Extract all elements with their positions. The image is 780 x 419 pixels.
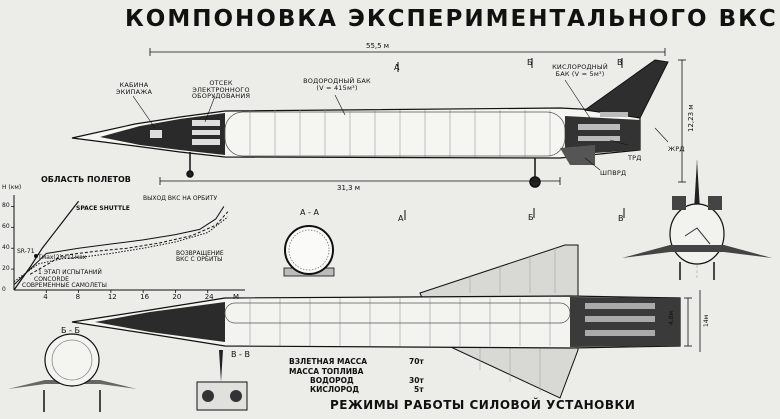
section-mark-v-top: В: [617, 58, 623, 67]
label-h-tank: ВОДОРОДНЫЙ БАК (V = 415м³): [303, 77, 371, 92]
mass-value-0: 70т: [409, 357, 424, 366]
y-tick-label: 20: [2, 265, 10, 273]
chart-title: ОБЛАСТЬ ПОЛЕТОВ: [41, 175, 131, 184]
y-tick-label: 0: [2, 286, 6, 293]
x-tick-label: 4: [43, 293, 48, 301]
chart-series-line-0: [13, 200, 80, 291]
section-mark-b-top: Б: [527, 58, 533, 67]
label-o-tank: КИСЛОРОДНЫЙ БАК (V = 5м³): [552, 63, 608, 78]
x-tick-label: 20: [172, 293, 182, 301]
side-engine-detail: [578, 112, 628, 141]
y-tick-label: 80: [2, 202, 10, 210]
section-ticks-top: [397, 58, 623, 72]
label-trd: ТРД: [628, 154, 642, 162]
annot-modern: СОВРЕМЕННЫЕ САМОЛЕТЫ: [22, 282, 107, 289]
x-tick-label: 16: [140, 293, 150, 301]
x-tick-label: М: [232, 293, 239, 301]
chart-y-label: Н (км): [2, 184, 22, 191]
section-label-aa: А - А: [300, 208, 319, 217]
label-electronics: ОТСЕК ЭЛЕКТРОННОГО ОБОРУДОВАНИЯ: [191, 79, 251, 100]
mass-label-1: МАССА ТОПЛИВА: [289, 367, 364, 376]
section-vv: [196, 350, 248, 411]
annot-orbit-exit: ВЫХОД ВКС НА ОРБИТУ: [143, 195, 218, 202]
annot-test-stage: 1 ЭТАП ИСПЫТАНИЙ: [38, 269, 102, 276]
section-mark-a-bottom: А: [398, 214, 404, 223]
mass-label-0: ВЗЛЕТНАЯ МАССА: [289, 357, 368, 366]
section-bb: [8, 333, 137, 412]
dimension-length-line: [149, 48, 666, 56]
section-label-vv: В - В: [231, 350, 250, 359]
mass-value-3: 5т: [414, 385, 424, 394]
front-body: [669, 203, 725, 265]
mass-label-3: КИСЛОРОД: [310, 385, 360, 394]
label-shprvd: ШПВРД: [600, 169, 627, 177]
y-tick-label: 60: [2, 223, 10, 231]
section-ticks-bottom: [404, 208, 625, 220]
chart-series-line-1: [13, 206, 225, 286]
side-tank-frames: [249, 110, 551, 157]
label-zhrd: ЖРД: [668, 145, 685, 153]
side-view: [71, 59, 686, 188]
annot-mach: Тмах(2)=11мах: [38, 254, 87, 261]
mass-label-2: ВОДОРОД: [310, 376, 354, 385]
body-length-dim: [159, 177, 561, 185]
annot-sr71: SR-71: [17, 248, 35, 255]
mass-value-2: 30т: [409, 376, 424, 385]
dim-length-body: 31,3 м: [337, 184, 361, 192]
x-tick-label: 24: [204, 293, 214, 301]
annot-orbit-return: ВОЗВРАЩЕНИЕ ВКС С ОРБИТЫ: [176, 250, 224, 263]
dim-height-plan-1: 4,8м: [668, 310, 675, 325]
label-cabin: КАБИНА ЭКИПАЖА: [115, 81, 153, 96]
section-mark-v-bottom: В: [618, 214, 624, 223]
chart-series: [13, 200, 229, 291]
section-mark-b-bottom: Б: [528, 213, 534, 222]
footer-caption: РЕЖИМЫ РАБОТЫ СИЛОВОЙ УСТАНОВКИ: [330, 398, 636, 412]
side-landing-gear: [186, 152, 541, 188]
section-label-bb: Б - Б: [61, 326, 80, 335]
chart-series-line-2: [29, 211, 229, 275]
front-fin: [694, 160, 700, 210]
x-tick-label: 8: [75, 293, 81, 301]
annot-shuttle: SPACE SHUTTLE: [76, 205, 130, 212]
chart-ticks: [11, 206, 209, 293]
x-tick-label: 12: [107, 293, 117, 301]
y-tick-label: 40: [2, 244, 10, 252]
dim-length: 55,5 м: [366, 42, 390, 50]
plan-view: [71, 244, 701, 399]
side-cockpit-detail: [150, 120, 220, 145]
side-height-dim: [678, 59, 686, 183]
dim-height-side: 12,23 м: [687, 104, 695, 132]
plan-nose-dark: [95, 302, 225, 342]
section-aa: [283, 225, 335, 277]
annot-concorde: CONCORDE: [34, 276, 69, 283]
flight-envelope-chart-frame: [13, 195, 245, 291]
section-mark-a-top: А: [394, 63, 400, 72]
sr71-marker: [34, 254, 38, 258]
side-underbody-intake: [560, 145, 595, 165]
label-leaders: [132, 79, 669, 171]
page-title: КОМПОНОВКА ЭКСПЕРИМЕНТАЛЬНОГО ВКС: [125, 6, 778, 32]
front-wings: [622, 245, 772, 258]
front-view: [622, 160, 772, 280]
dim-height-plan-2: 14м: [703, 314, 710, 327]
